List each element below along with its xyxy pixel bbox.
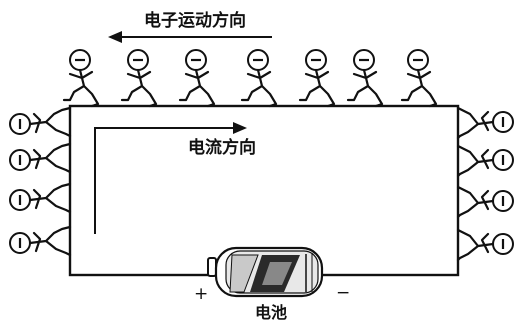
right-current-figures — [456, 106, 514, 262]
current-figure-right — [456, 106, 514, 140]
current-direction-arrow — [94, 122, 247, 234]
electron-figure — [120, 49, 158, 108]
current-figure-right — [456, 185, 514, 219]
left-current-figures — [9, 106, 72, 257]
electron-figure — [178, 49, 216, 108]
current-figure-right — [456, 144, 514, 178]
current-figure-left — [9, 182, 72, 214]
electron-direction-label: 电子运动方向 — [144, 10, 246, 31]
battery-positive-sign: + — [194, 284, 208, 304]
current-figure-left — [9, 106, 72, 138]
current-figure-right — [456, 228, 514, 262]
current-direction-label: 电流方向 — [188, 137, 256, 158]
electron-figure — [240, 49, 278, 108]
electron-figure — [62, 49, 100, 108]
electron-figure — [298, 49, 336, 108]
current-figure-left — [9, 225, 72, 257]
current-figure-left — [9, 142, 72, 174]
electron-direction-arrow — [108, 31, 272, 43]
electron-figure — [400, 49, 438, 108]
battery-icon — [207, 246, 324, 298]
top-electron-figures — [62, 49, 438, 108]
battery-negative-sign: − — [336, 283, 350, 303]
battery-label: 电池 — [255, 303, 287, 322]
electron-figure — [346, 49, 384, 108]
